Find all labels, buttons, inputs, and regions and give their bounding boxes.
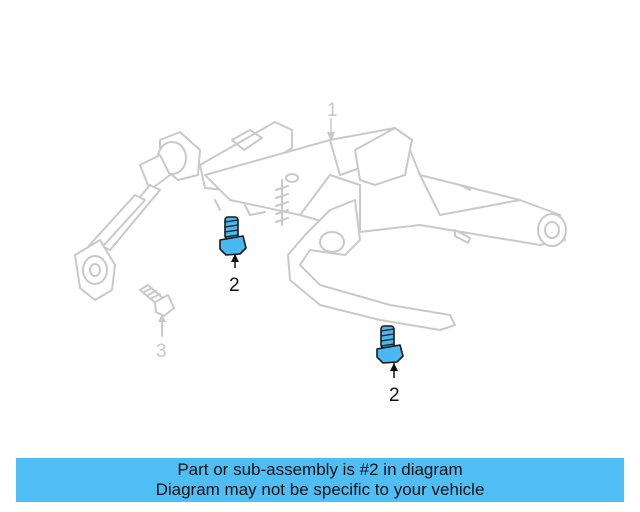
callout-1-label: 1 [327, 100, 338, 121]
steering-column-diagram: 1 2 2 3 [74, 100, 567, 406]
info-banner: Part or sub-assembly is #2 in diagram Di… [16, 458, 624, 502]
steering-column-assembly [199, 121, 567, 331]
callout-1-leader [327, 118, 335, 142]
banner-line-1: Part or sub-assembly is #2 in diagram [177, 460, 463, 479]
callout-2a-label: 2 [229, 275, 240, 296]
intermediate-shaft [74, 131, 201, 301]
callout-3-label: 3 [156, 341, 167, 362]
callout-2b-label: 2 [389, 385, 400, 406]
part-2-bolt-a [219, 216, 247, 268]
part-2-bolt-b [376, 325, 404, 378]
banner-line-2: Diagram may not be specific to your vehi… [155, 480, 485, 499]
part-3-bolt [139, 284, 175, 337]
